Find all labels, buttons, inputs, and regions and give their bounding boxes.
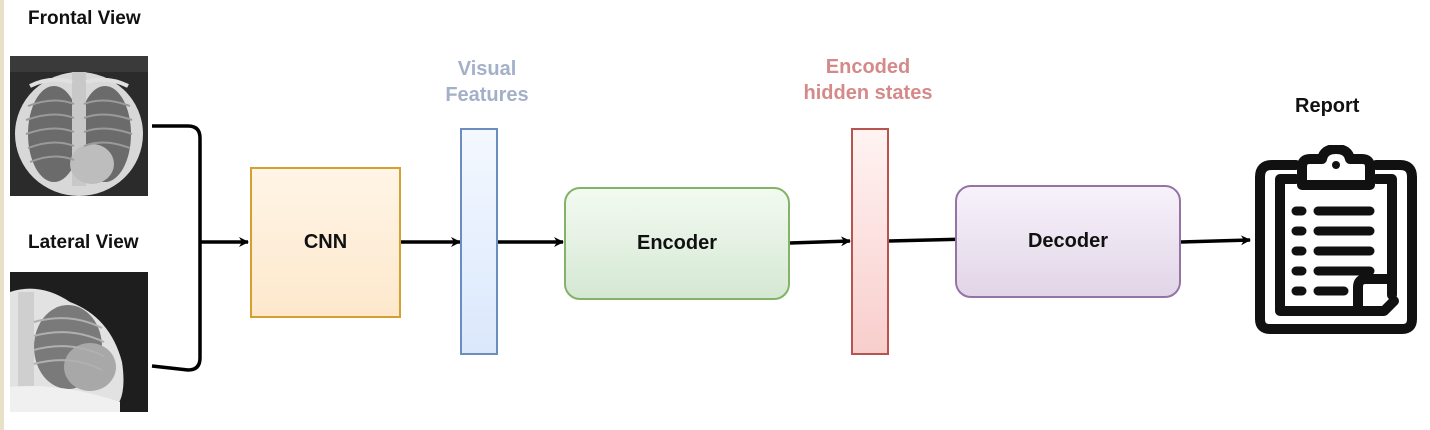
- frontal-xray-drawing: [10, 56, 148, 196]
- cnn-label: CNN: [303, 231, 348, 253]
- encoded-hidden-states-bar: [851, 128, 889, 355]
- arrow-encoder-to-hidden: [789, 236, 851, 247]
- lateral-view-label: Lateral View: [28, 232, 139, 253]
- cnn-block: CNN: [250, 167, 401, 318]
- left-edge-strip: [0, 0, 4, 430]
- report-label: Report: [1295, 95, 1360, 117]
- clipboard-report-icon: [1255, 145, 1417, 334]
- lateral-xray-drawing: [10, 272, 148, 412]
- frontal-view-label: Frontal View: [28, 8, 141, 29]
- decoder-block: Decoder: [955, 185, 1181, 298]
- visual-features-label: Visual Features: [445, 58, 529, 106]
- chest-xray-lateral-image: [10, 272, 148, 412]
- visual-features-bar: [460, 128, 498, 355]
- decoder-label: Decoder: [1027, 230, 1109, 252]
- arrow-decoder-to-report: [1180, 235, 1251, 246]
- encoder-label: Encoder: [636, 232, 718, 254]
- chest-xray-frontal-image: [10, 56, 148, 196]
- encoder-block: Encoder: [564, 187, 790, 300]
- encoded-hidden-states-label: Encoded hidden states: [803, 56, 933, 104]
- merge-bracket: [151, 124, 202, 372]
